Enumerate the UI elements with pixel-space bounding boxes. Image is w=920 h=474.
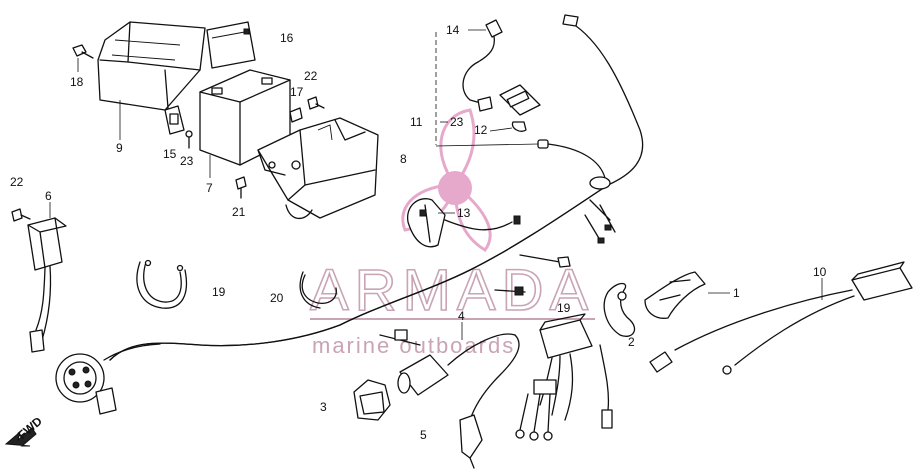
fuse-holder — [164, 105, 185, 135]
callout-19-right: 19 — [557, 301, 571, 315]
callout-12: 12 — [474, 123, 488, 137]
ignition-coil — [397, 333, 516, 396]
pad-16 — [206, 21, 256, 69]
wire-13 — [444, 219, 513, 231]
stator-2 — [603, 282, 636, 337]
cover-1 — [644, 271, 706, 319]
callout-22-left: 22 — [10, 175, 24, 189]
callout-5: 5 — [420, 428, 427, 442]
relay-6 — [27, 217, 67, 353]
ignition-unit-13 — [407, 198, 446, 248]
callout-14: 14 — [446, 23, 460, 37]
wire-harness — [109, 14, 644, 361]
bolt-21 — [235, 176, 247, 199]
main-switch — [55, 343, 161, 415]
callout-1: 1 — [733, 286, 740, 300]
callout-15: 15 — [163, 147, 177, 161]
armada-logo — [401, 108, 492, 252]
callout-17: 17 — [290, 85, 304, 99]
callout-10: 10 — [813, 265, 827, 279]
battery-cover — [97, 21, 206, 111]
callout-16: 16 — [280, 31, 294, 45]
clamp-20 — [299, 271, 337, 309]
callout-21: 21 — [232, 205, 246, 219]
bolt-22-left — [11, 208, 31, 222]
callout-23-mid: 23 — [450, 115, 464, 129]
callout-13: 13 — [457, 206, 471, 220]
callout-4: 4 — [458, 309, 465, 323]
wire-12 — [547, 143, 606, 179]
plug-13 — [513, 215, 521, 225]
callout-23-left: 23 — [180, 154, 194, 168]
battery-box — [257, 117, 379, 220]
clamp-19-left — [136, 259, 187, 309]
callout-22-top: 22 — [304, 69, 318, 83]
screw-23-left — [185, 130, 193, 149]
watermark-brand: ARMADA — [310, 258, 594, 323]
callout-18: 18 — [70, 75, 84, 89]
battery — [199, 69, 291, 166]
callout-6: 6 — [45, 189, 52, 203]
wire-assembly-10 — [649, 261, 913, 375]
wire-14 — [462, 61, 489, 106]
lead-12b — [435, 143, 539, 147]
callout-20: 20 — [270, 291, 284, 305]
callout-2: 2 — [628, 335, 635, 349]
bolt-22-top — [307, 96, 325, 110]
callout-3: 3 — [320, 400, 327, 414]
bolt-18 — [72, 44, 94, 59]
fwd-arrow-icon — [4, 427, 37, 447]
callout-11: 11 — [410, 115, 423, 129]
connector-14 — [477, 19, 503, 63]
watermark-tagline: marine outboards — [312, 333, 515, 358]
callout-8: 8 — [400, 152, 407, 166]
boot-3 — [353, 379, 391, 421]
watermark-rule — [310, 318, 595, 320]
callout-7: 7 — [206, 181, 213, 195]
callout-9: 9 — [116, 141, 123, 155]
small-fitting-23 — [477, 96, 493, 112]
lead-12 — [489, 127, 513, 132]
bolt-17 — [289, 107, 303, 123]
callout-19-left: 19 — [212, 285, 226, 299]
cap-12 — [511, 121, 549, 149]
regulator-unit — [515, 313, 613, 441]
spark-plug-cap — [459, 334, 520, 469]
regulator-bracket — [499, 84, 541, 116]
